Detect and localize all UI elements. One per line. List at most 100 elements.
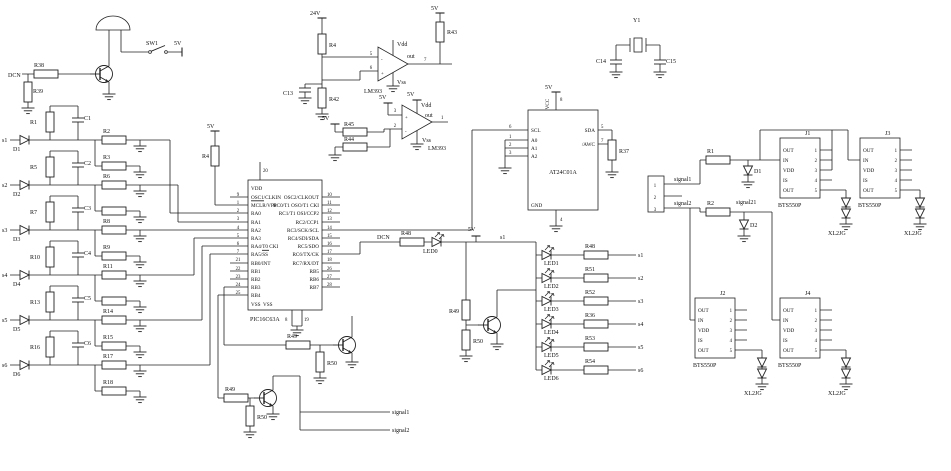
net-label-signal2: signal2 xyxy=(674,201,691,207)
ref-res: R16 xyxy=(30,345,40,351)
label-5v: 5V xyxy=(545,85,553,91)
pin-number: 5 xyxy=(237,234,240,239)
pin-number: 7 xyxy=(424,58,427,63)
resistor-symbol xyxy=(45,246,55,268)
ground-symbol xyxy=(913,223,927,231)
resistor-symbol xyxy=(245,405,255,427)
connector-wires xyxy=(664,129,860,321)
resistor-symbol xyxy=(285,340,311,350)
ground-symbol xyxy=(133,261,147,269)
ref-res: R5 xyxy=(30,165,37,171)
ref-cap: C1 xyxy=(84,116,91,122)
resistor-symbol xyxy=(101,206,127,216)
net-label: s2 xyxy=(2,183,7,189)
ic-body xyxy=(779,137,821,199)
ref-res: R11 xyxy=(103,264,113,270)
ref-cap: C3 xyxy=(84,206,91,212)
pin-number: 3 xyxy=(730,329,733,334)
ref-diode: D4 xyxy=(13,282,20,288)
pin-name: VDD xyxy=(783,328,794,334)
resistor-symbol xyxy=(101,341,127,351)
pin-number: 23 xyxy=(236,275,241,280)
ref-c13: C13 xyxy=(283,91,293,97)
resistor-symbol xyxy=(461,329,471,351)
ref-res: R51 xyxy=(585,267,595,273)
pin-number: 21 xyxy=(236,258,241,263)
ic-name: PIC16C63A xyxy=(250,317,280,323)
ref-r50: R50 xyxy=(257,415,267,421)
ref-cap: C2 xyxy=(84,161,91,167)
pin-number: 6 xyxy=(370,66,373,71)
ref-j2: J2 xyxy=(720,291,725,297)
net-label-signal1: signal1 xyxy=(674,177,691,183)
pin-number: 22 xyxy=(236,267,241,272)
led-symbol xyxy=(542,292,554,306)
pin-name: RB5 xyxy=(309,269,319,275)
pin-number: 28 xyxy=(327,283,332,288)
resistor-symbol xyxy=(101,180,127,190)
pin-number: 20 xyxy=(263,169,268,174)
pin-number: 8 xyxy=(285,318,288,323)
ground-symbol xyxy=(133,145,147,153)
pin-number: 1 xyxy=(815,309,818,314)
pin-number: 10 xyxy=(327,193,332,198)
ground-symbol xyxy=(839,223,853,231)
pin-name: IS xyxy=(698,338,703,344)
ref-d1: D1 xyxy=(754,169,761,175)
label-5v: 5V xyxy=(207,124,215,130)
ref-d2: D2 xyxy=(750,223,757,229)
pin-name-a0: A0 xyxy=(531,138,538,144)
pin-number: 3 xyxy=(394,109,397,114)
diode-symbol xyxy=(757,357,767,368)
opamp-minus: - xyxy=(381,58,383,63)
ground-symbol xyxy=(102,93,116,101)
label-24v: 24V xyxy=(310,11,321,17)
pin-number: 1 xyxy=(237,201,240,206)
ref-xl2jg: XL2JG xyxy=(828,231,846,237)
pin-number: 5 xyxy=(815,349,818,354)
resistor-symbol xyxy=(210,145,220,167)
pin-number: 27 xyxy=(327,275,332,280)
opamp-minus: - xyxy=(405,130,407,135)
net-label: s4 xyxy=(638,322,643,328)
pin-number: 2 xyxy=(730,319,733,324)
resistor-symbol xyxy=(607,139,617,161)
ref-res: R54 xyxy=(585,359,595,365)
ref-r4: R4 xyxy=(202,154,209,160)
ground-symbol xyxy=(410,143,424,151)
ref-cap: C6 xyxy=(84,341,91,347)
ref-res: R36 xyxy=(585,313,595,319)
pin-number: 1 xyxy=(654,184,657,189)
net-label-signal2: signal2 xyxy=(392,428,409,434)
led-symbol xyxy=(542,361,554,375)
pin-number: 5 xyxy=(601,125,604,130)
pin-number: 2 xyxy=(654,196,657,201)
pin-name: RB1 xyxy=(251,269,261,275)
row-wires xyxy=(10,253,230,397)
pin-name: RA2 xyxy=(251,228,261,234)
diode-symbol xyxy=(19,315,30,325)
pin-number: 3 xyxy=(509,151,512,156)
input-row-1: s1 D1 R1 C1 R2 R3 xyxy=(2,105,230,214)
row-wires xyxy=(10,237,230,307)
ref-res: R7 xyxy=(30,210,37,216)
ground-symbol xyxy=(133,171,147,179)
led-symbol xyxy=(542,269,554,283)
resistor-symbol xyxy=(705,207,731,217)
diode-symbol xyxy=(19,360,30,370)
ground-symbol xyxy=(459,355,473,363)
transistor-symbol xyxy=(89,64,114,84)
ground-symbol xyxy=(313,377,327,385)
resistor-symbol xyxy=(101,225,127,235)
led-symbol xyxy=(542,338,554,352)
buzzer-wires xyxy=(22,30,182,108)
resistor-symbol xyxy=(45,156,55,178)
pin-number: 1 xyxy=(509,135,512,140)
ref-res: R6 xyxy=(103,174,110,180)
pin-number: 2 xyxy=(815,159,818,164)
ground-symbol xyxy=(298,97,312,105)
pin-name: RB2 xyxy=(251,277,261,283)
resistor-symbol xyxy=(317,33,327,55)
input-row-3: s3 D3 R7 C3 R8 R9 xyxy=(2,195,230,269)
pin-number: 4 xyxy=(560,218,563,223)
